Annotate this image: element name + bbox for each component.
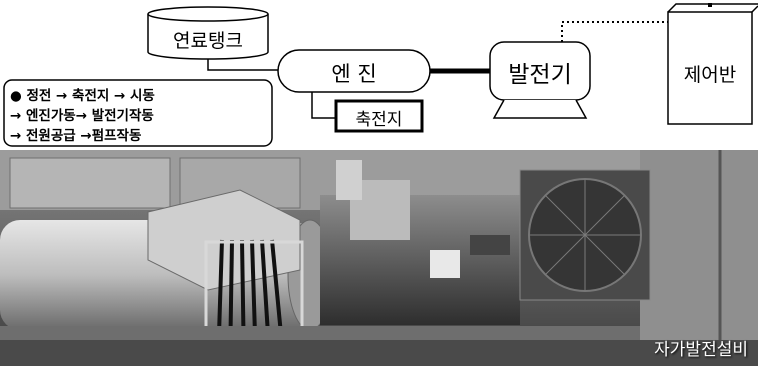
battery-line (311, 92, 336, 119)
generator-shape (489, 41, 591, 119)
fuel-tank-label: 연료탱크 (173, 30, 243, 52)
sequence-line-2: → 엔진가동→ 발전기작동 (10, 108, 154, 124)
battery-shape (334, 99, 424, 133)
fuel-tank-shape (147, 6, 269, 60)
diagram-shapes (3, 3, 758, 147)
control-line (561, 21, 668, 42)
system-diagram: 연료탱크 엔 진 축전지 발전기 제어반 ● 정전 → 축전지 → 시동 → 엔… (0, 0, 758, 150)
photo-caption: 자가발전설비 (654, 340, 748, 360)
generator-label: 발전기 (508, 62, 572, 88)
sequence-line-1: ● 정전 → 축전지 → 시동 (10, 88, 155, 104)
control-panel-shape (667, 3, 758, 125)
sequence-box (3, 79, 273, 147)
sequence-line-3: → 전원공급 →펌프작동 (10, 128, 142, 144)
control-panel-label: 제어반 (683, 64, 737, 86)
generator-photo: 자가발전설비 (0, 150, 758, 366)
generator-photo-illustration (0, 150, 758, 366)
fuel-line (207, 59, 288, 71)
battery-label: 축전지 (355, 110, 403, 130)
engine-label: 엔 진 (331, 62, 377, 86)
